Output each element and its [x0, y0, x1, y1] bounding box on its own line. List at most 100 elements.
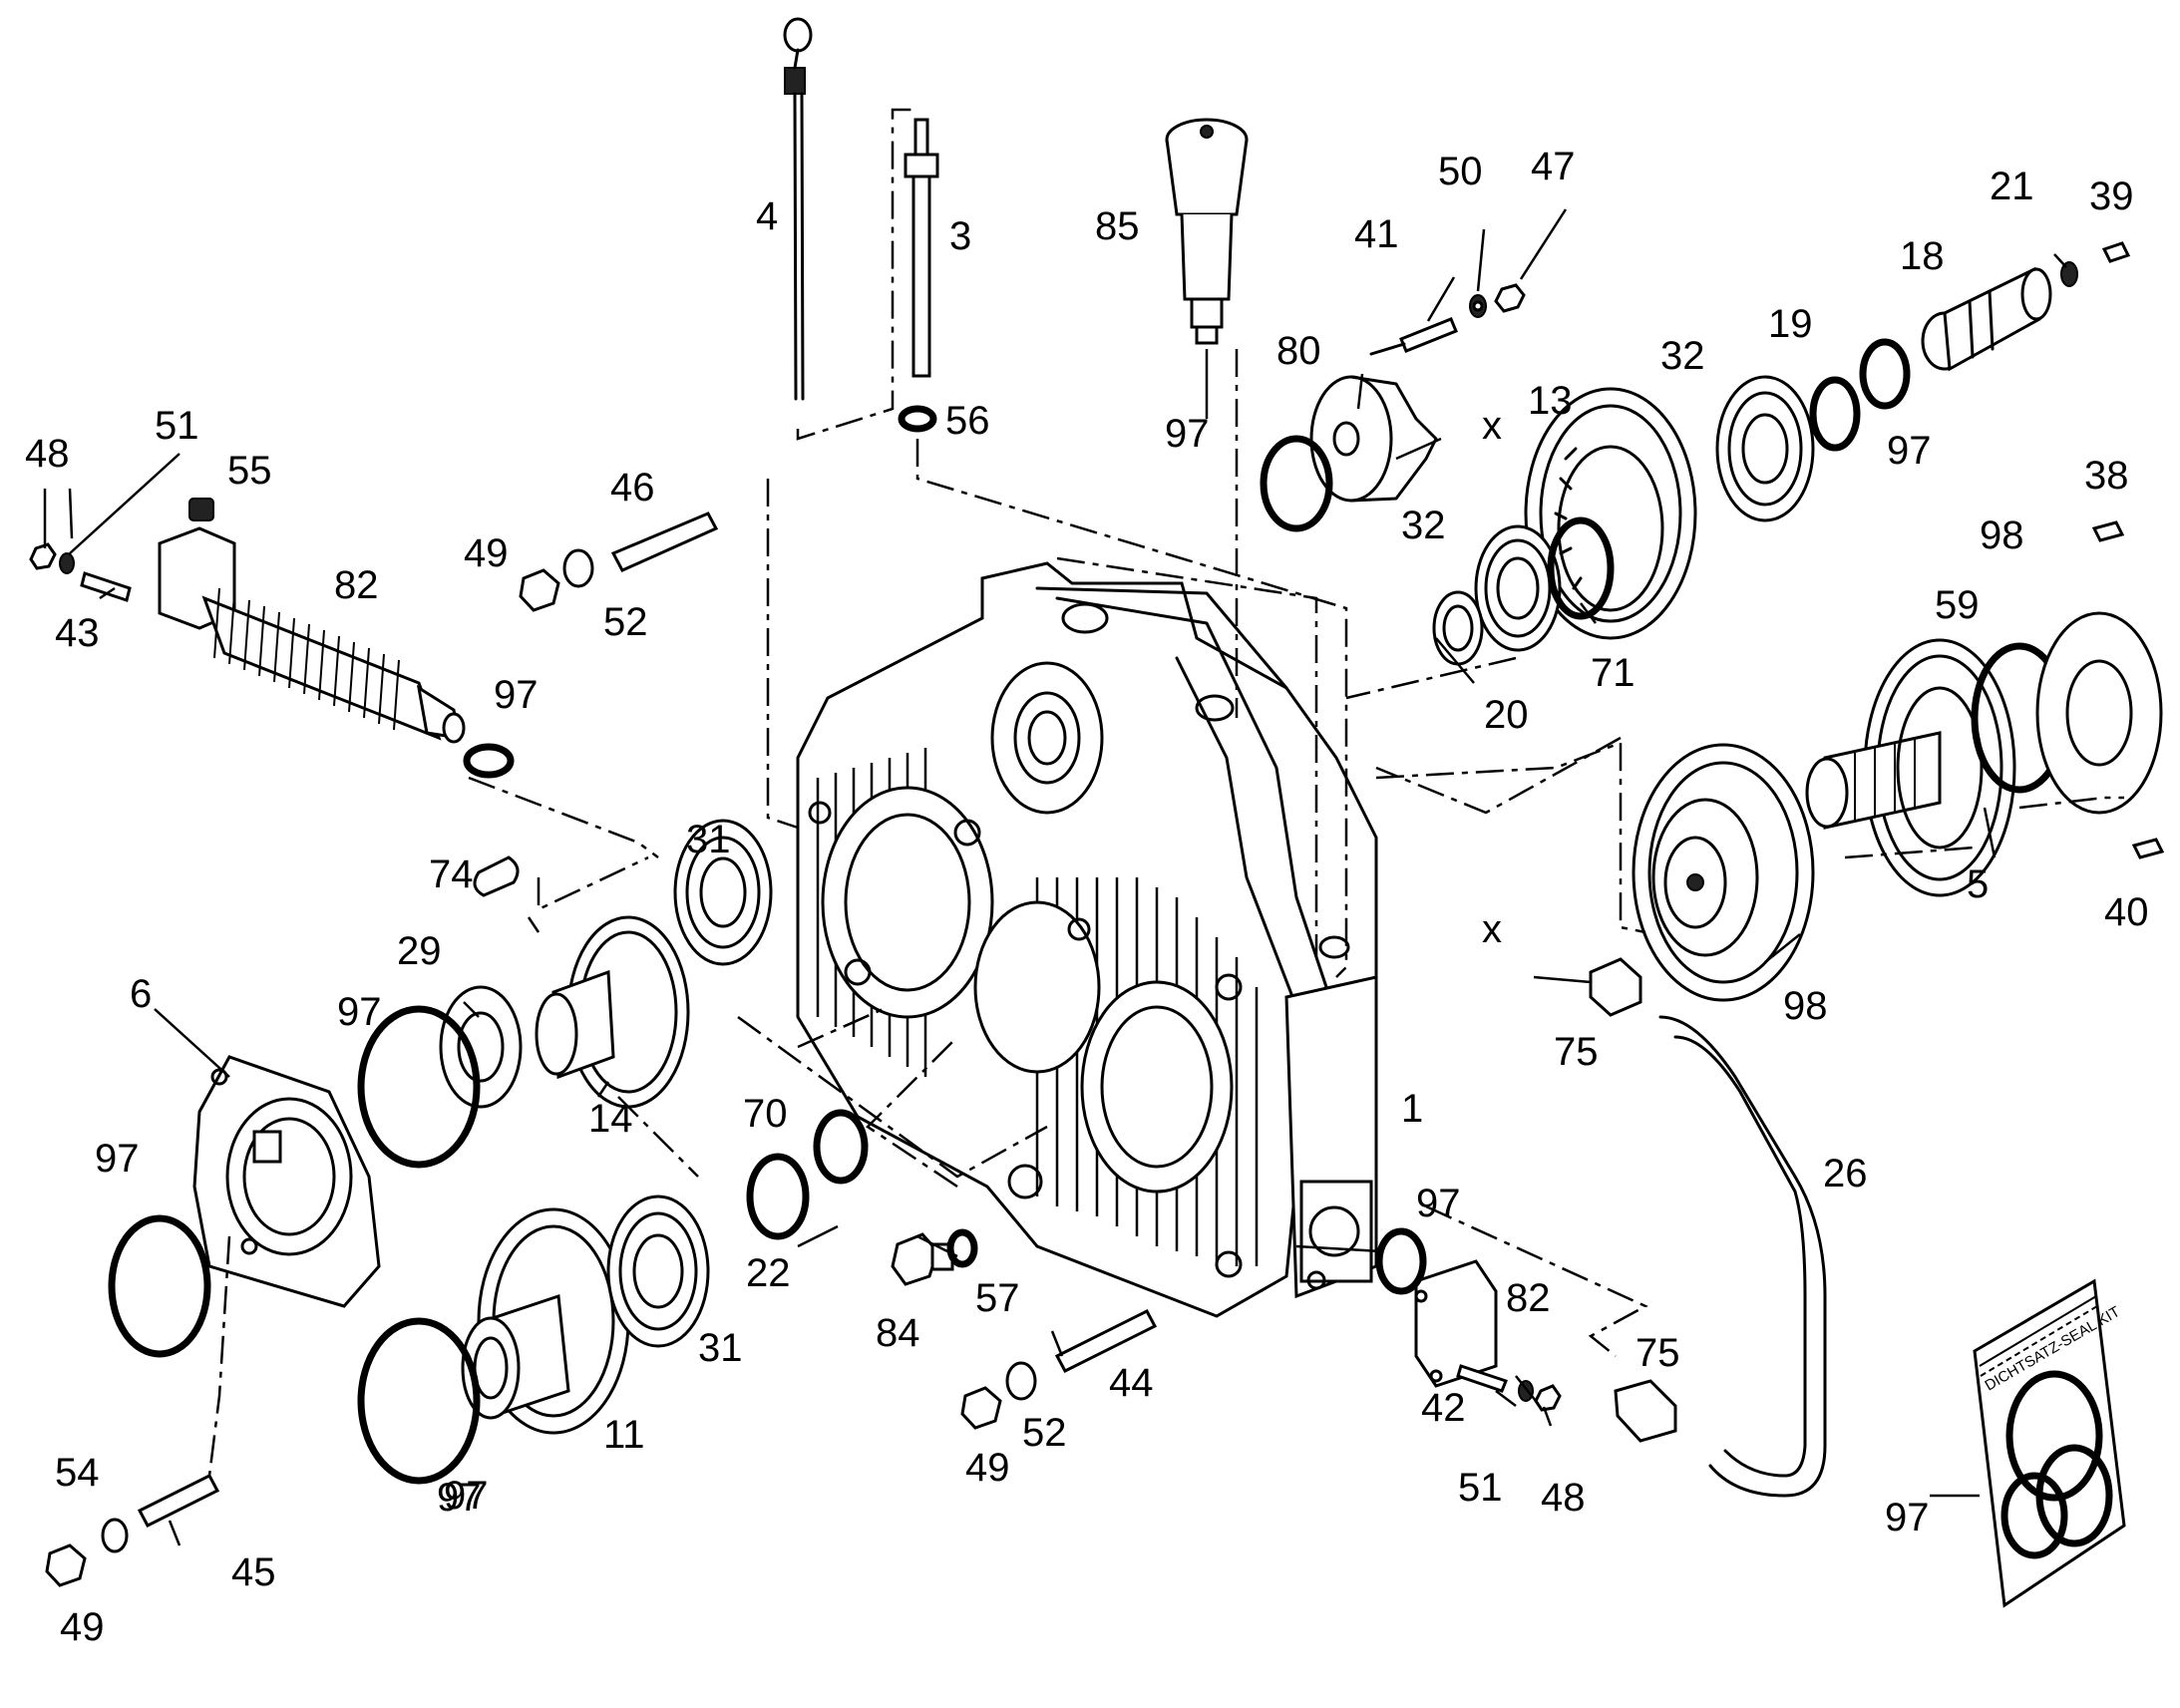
label-82-upper: 82	[334, 563, 379, 607]
dipstick-tube	[904, 118, 939, 378]
nut-49-lower	[960, 1386, 1002, 1430]
label-19: 19	[1768, 302, 1813, 346]
label-97-lower-ring: 97	[437, 1476, 482, 1520]
label-52-lower: 52	[1022, 1411, 1067, 1455]
bearing-31-upper	[673, 819, 773, 966]
drain-plug-84	[891, 1232, 954, 1286]
nut-49-upper	[519, 568, 560, 612]
oil-line-26	[1658, 1015, 1827, 1498]
label-x-lower: x	[1482, 907, 1502, 951]
label-98-upper: 98	[1980, 513, 2024, 557]
label-55: 55	[227, 449, 272, 493]
bearing-32-upper	[1715, 375, 1815, 522]
gear-11	[461, 1207, 630, 1435]
label-48-lower: 48	[1541, 1476, 1586, 1520]
label-38: 38	[2084, 454, 2129, 498]
label-11: 11	[603, 1413, 645, 1457]
label-97: 97	[1165, 412, 1210, 456]
washer-52-upper	[562, 548, 594, 588]
label-3: 3	[949, 214, 971, 258]
seal-20	[1432, 590, 1484, 666]
label-74: 74	[429, 853, 474, 896]
label-26: 26	[1823, 1152, 1868, 1196]
o-ring-97-bearing	[357, 1005, 481, 1169]
cover-plate-98	[2035, 611, 2163, 815]
washer-51-upper	[59, 552, 75, 574]
washer-52-lower	[1005, 1361, 1037, 1401]
o-ring-57	[946, 1228, 978, 1268]
label-22: 22	[746, 1251, 791, 1295]
label-51-lower: 51	[1458, 1466, 1503, 1510]
label-70: 70	[743, 1092, 788, 1136]
stud-46	[610, 512, 719, 572]
washer-21	[2060, 261, 2078, 287]
gearbox-housing	[796, 561, 1378, 1318]
label-85: 85	[1095, 204, 1140, 248]
label-97-kit: 97	[1885, 1496, 1930, 1539]
nut-49-bottom	[45, 1543, 87, 1587]
pin-and-nut-top	[1369, 283, 1526, 356]
screw-38	[2091, 520, 2125, 542]
label-32-lower: 32	[1401, 504, 1446, 547]
label-82-lower: 82	[1506, 1276, 1551, 1320]
label-31-lower: 31	[698, 1326, 743, 1370]
label-39: 39	[2089, 174, 2134, 218]
leader-lines	[43, 208, 2067, 1546]
label-97-right: 97	[1887, 429, 1932, 473]
o-ring-97-lower-cover	[1375, 1227, 1427, 1295]
cover-82-lower	[1414, 1259, 1498, 1388]
label-75-lower: 75	[1635, 1331, 1680, 1375]
fitting-75-lower	[1614, 1379, 1677, 1443]
label-49-bottom: 49	[60, 1605, 105, 1649]
label-52-upper: 52	[603, 600, 648, 644]
o-ring-97-exchanger	[463, 743, 515, 779]
key-74	[473, 855, 520, 897]
label-45: 45	[231, 1550, 276, 1594]
stud-43	[80, 571, 132, 602]
shaft-18	[1921, 266, 2052, 372]
label-21: 21	[1990, 165, 2034, 208]
seal-kit-bag: DICHTSATZ-SEAL KIT	[1973, 1278, 2126, 1608]
label-97-exchanger: 97	[494, 673, 539, 717]
label-98-lower: 98	[1783, 984, 1828, 1028]
circlip-22	[746, 1153, 810, 1240]
label-4: 4	[756, 194, 778, 238]
label-43: 43	[55, 611, 100, 655]
assembly-lines	[207, 108, 2124, 1477]
label-47: 47	[1531, 145, 1576, 188]
bearing-29	[439, 985, 523, 1109]
label-40: 40	[2104, 890, 2149, 934]
label-32-upper: 32	[1660, 334, 1705, 378]
label-49-lower: 49	[965, 1446, 1010, 1490]
label-42: 42	[1421, 1386, 1466, 1430]
label-x-upper: x	[1482, 404, 1502, 448]
circlip-70	[813, 1109, 869, 1185]
label-54: 54	[55, 1451, 100, 1495]
label-75-upper: 75	[1554, 1030, 1599, 1074]
breather-filter	[1165, 118, 1249, 345]
label-5: 5	[1967, 862, 1989, 906]
label-31-upper: 31	[686, 818, 731, 861]
callout-labels: 4 3 85 97 41 50 47 80 x 13 32 19 21 39 1…	[25, 145, 2149, 1649]
nut-48-upper	[29, 542, 57, 570]
seal-ring-19	[1809, 376, 1861, 452]
heat-exchanger-82	[158, 498, 466, 744]
o-ring-97-top	[1859, 338, 1911, 410]
label-14: 14	[588, 1097, 633, 1141]
label-41: 41	[1354, 212, 1399, 256]
label-57: 57	[975, 1276, 1020, 1320]
bearing-32-lower	[1474, 524, 1562, 652]
label-46: 46	[610, 466, 655, 510]
label-51-upper: 51	[155, 404, 199, 448]
gear-14	[535, 915, 690, 1109]
label-18: 18	[1900, 234, 1945, 278]
snap-ring-71	[1547, 516, 1615, 620]
label-6: 6	[130, 972, 152, 1016]
o-ring-97-lower	[357, 1317, 481, 1485]
o-ring-56	[898, 405, 937, 433]
label-20: 20	[1484, 693, 1529, 737]
label-80: 80	[1276, 329, 1321, 373]
bearing-31-lower	[606, 1195, 710, 1348]
label-13: 13	[1528, 379, 1573, 423]
label-29: 29	[397, 929, 442, 973]
